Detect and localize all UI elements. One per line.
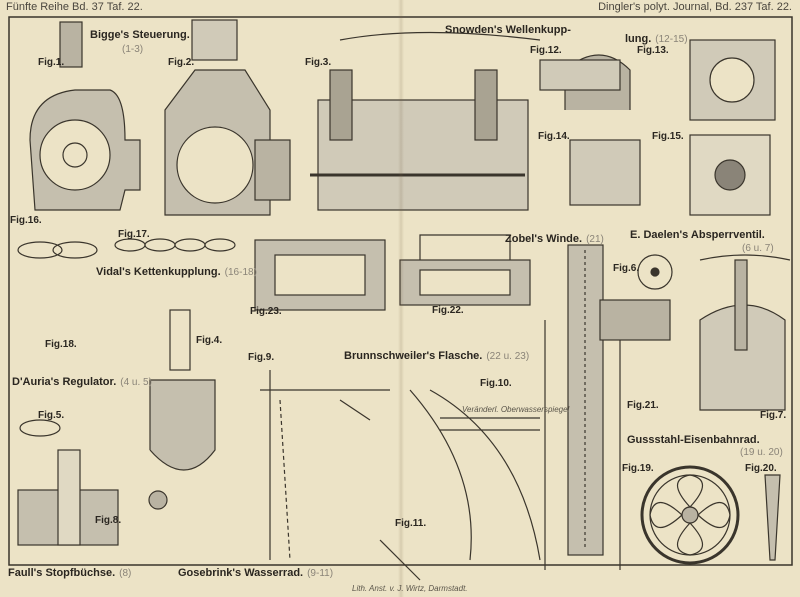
title-vidal-group: Vidal's Kettenkupplung.(16-18) [96, 262, 257, 280]
title-snowden: Snowden's Wellenkupp- [445, 24, 571, 36]
fig3-engine [310, 31, 541, 211]
fig-label-14: Fig.14. [538, 131, 570, 142]
page-fold [398, 0, 404, 597]
fig19-20-wheel [640, 465, 781, 565]
fig-label-9: Fig.9. [248, 352, 275, 363]
fig-label-15: Fig.15. [652, 131, 684, 142]
fig22-23-flask [254, 234, 531, 311]
title-brunnschweiler: Brunnschweiler's Flasche. [344, 350, 483, 362]
header-left: Fünfte Reihe Bd. 37 Taf. 22. [6, 1, 143, 13]
ref-vidal: (16-18) [224, 267, 257, 278]
header-right: Dingler's polyt. Journal, Bd. 237 Taf. 2… [598, 1, 792, 13]
fig12-15-coupling [539, 39, 776, 216]
title-snowden-cont: lung. [625, 33, 652, 45]
fig-label-17: Fig.17. [118, 229, 150, 240]
fig-label-12: Fig.12. [530, 45, 562, 56]
fig6-7-valve [637, 254, 791, 411]
ref-bigge: (1-3) [122, 44, 144, 55]
title-vidal: Vidal's Kettenkupplung. [96, 266, 221, 278]
fig-label-1: Fig.1. [38, 57, 65, 68]
title-zobel-group: Zobel's Winde.(21) [505, 229, 604, 247]
ref-zobel: (21) [586, 234, 604, 245]
title-zobel: Zobel's Winde. [505, 233, 583, 245]
title-faull-group: Faull's Stopfbüchse.(8) [8, 563, 131, 581]
title-gosebrink-group: Gosebrink's Wasserrad.(9-11) [178, 563, 333, 581]
fig-label-5: Fig.5. [38, 410, 65, 421]
ref-dauria: (4 u. 5) [120, 377, 152, 388]
ref-faull: (8) [119, 568, 132, 579]
title-dauria-group: D'Auria's Regulator.(4 u. 5) [12, 372, 152, 390]
fig2-bigge-section [164, 19, 291, 216]
fig-label-13: Fig.13. [637, 45, 669, 56]
ref-gosebrink: (9-11) [307, 568, 334, 579]
fig21-winch [544, 244, 671, 570]
fig-label-21: Fig.21. [627, 400, 659, 411]
fig-label-4: Fig.4. [196, 335, 223, 346]
fig-label-10: Fig.10. [480, 378, 512, 389]
plate-frame [8, 16, 793, 566]
fig-label-11: Fig.11. [395, 518, 427, 529]
title-faull: Faull's Stopfbüchse. [8, 567, 116, 579]
fig4-5-regulator [19, 309, 216, 510]
fig-label-6: Fig.6. [613, 263, 640, 274]
fig-label-7: Fig.7. [760, 410, 787, 421]
fig-label-18: Fig.18. [45, 339, 77, 350]
fig-label-8: Fig.8. [95, 515, 122, 526]
fig-label-16: Fig.16. [10, 215, 42, 226]
fig-label-2: Fig.2. [168, 57, 195, 68]
title-gosebrink: Gosebrink's Wasserrad. [178, 567, 304, 579]
fig-label-3: Fig.3. [305, 57, 332, 68]
fig16-17-chain [17, 238, 236, 259]
ref-snowden: (12-15) [655, 34, 688, 45]
fig1-bigge-valve [29, 21, 141, 211]
title-bigge: Bigge's Steuerung. [90, 29, 190, 41]
title-brunnschweiler-group: Brunnschweiler's Flasche.(22 u. 23) [344, 346, 529, 364]
title-eisenbahnrad: Gussstahl-Eisenbahnrad. [627, 434, 760, 446]
fig-label-19: Fig.19. [622, 463, 654, 474]
title-dauria: D'Auria's Regulator. [12, 376, 117, 388]
title-daelen: E. Daelen's Absperrventil. [630, 229, 765, 241]
fig8-stuffing-box [17, 449, 119, 546]
fig-label-20: Fig.20. [745, 463, 777, 474]
fig-label-23: Fig.23. [250, 306, 282, 317]
fig10-water-level-label: Veränderl. Oberwasserspiegel [462, 405, 570, 414]
fig9-11-waterwheel [260, 370, 541, 581]
ref-daelen: (6 u. 7) [742, 243, 774, 254]
title-snowden-cont-group: lung.(12-15) [625, 29, 688, 47]
ref-brunnschweiler: (22 u. 23) [486, 351, 530, 362]
footer-lithographer: Lith. Anst. v. J. Wirtz, Darmstadt. [352, 584, 468, 593]
ref-eisenbahnrad: (19 u. 20) [740, 447, 783, 458]
fig-label-22: Fig.22. [432, 305, 464, 316]
